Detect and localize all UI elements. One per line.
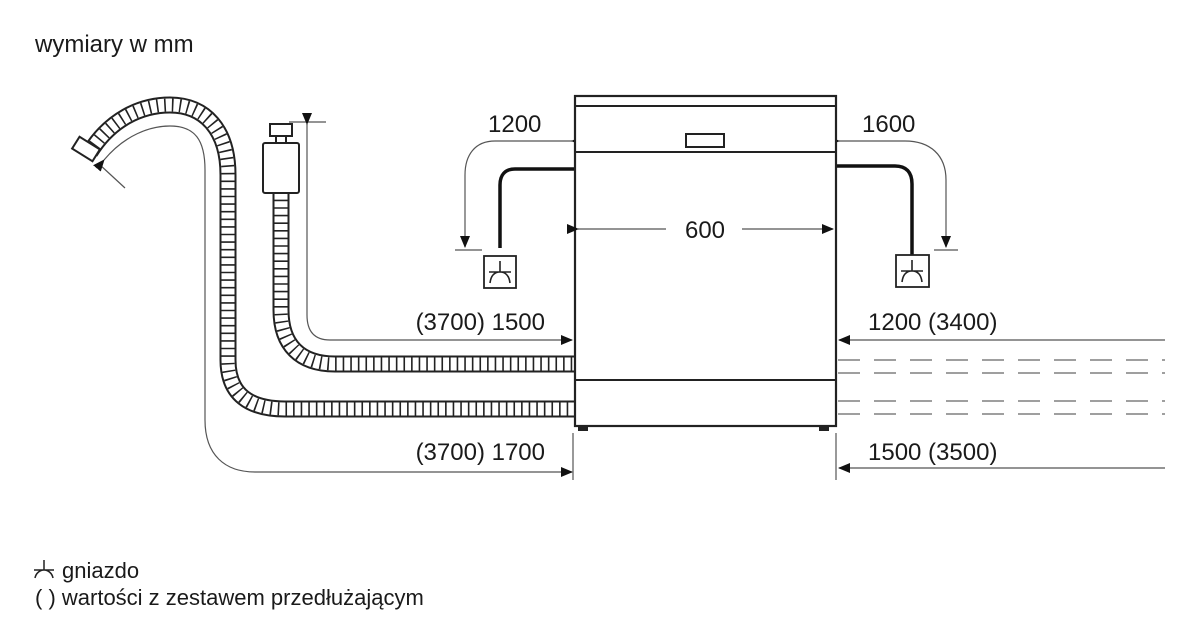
drain-dimension-arrow (93, 125, 573, 477)
power-right-label: 1600 (862, 111, 915, 138)
display-panel (685, 133, 725, 148)
diagram-title: wymiary w mm (34, 31, 194, 58)
socket-icon (34, 560, 54, 579)
legend-extension-label: ( ) wartości z zestawem przedłużającym (35, 585, 424, 610)
foot (578, 426, 588, 431)
dishwasher (573, 94, 838, 431)
socket-icon (895, 254, 930, 288)
socket-icon (483, 255, 517, 289)
inlet-right-label: 1200 (3400) (868, 309, 997, 336)
power-cord-left (498, 167, 575, 248)
power-left-label: 1200 (488, 111, 541, 138)
width-label: 600 (685, 217, 725, 244)
aquastop-valve (262, 142, 300, 194)
legend-socket: gniazdo (34, 558, 139, 583)
power-left-arrow (460, 136, 583, 248)
legend-socket-label: gniazdo (62, 558, 139, 583)
inlet-dimension-arrow (302, 113, 573, 345)
power-right-arrow (828, 136, 951, 248)
drain-tick (98, 163, 126, 189)
drain-hose-end (70, 135, 102, 163)
drain-left-label: (3700) 1700 (416, 439, 545, 466)
power-cord-right (836, 164, 914, 255)
drain-right-label: 1500 (3500) (868, 439, 997, 466)
tap-connector (269, 123, 293, 137)
foot (819, 426, 829, 431)
inlet-left-label: (3700) 1500 (416, 309, 545, 336)
